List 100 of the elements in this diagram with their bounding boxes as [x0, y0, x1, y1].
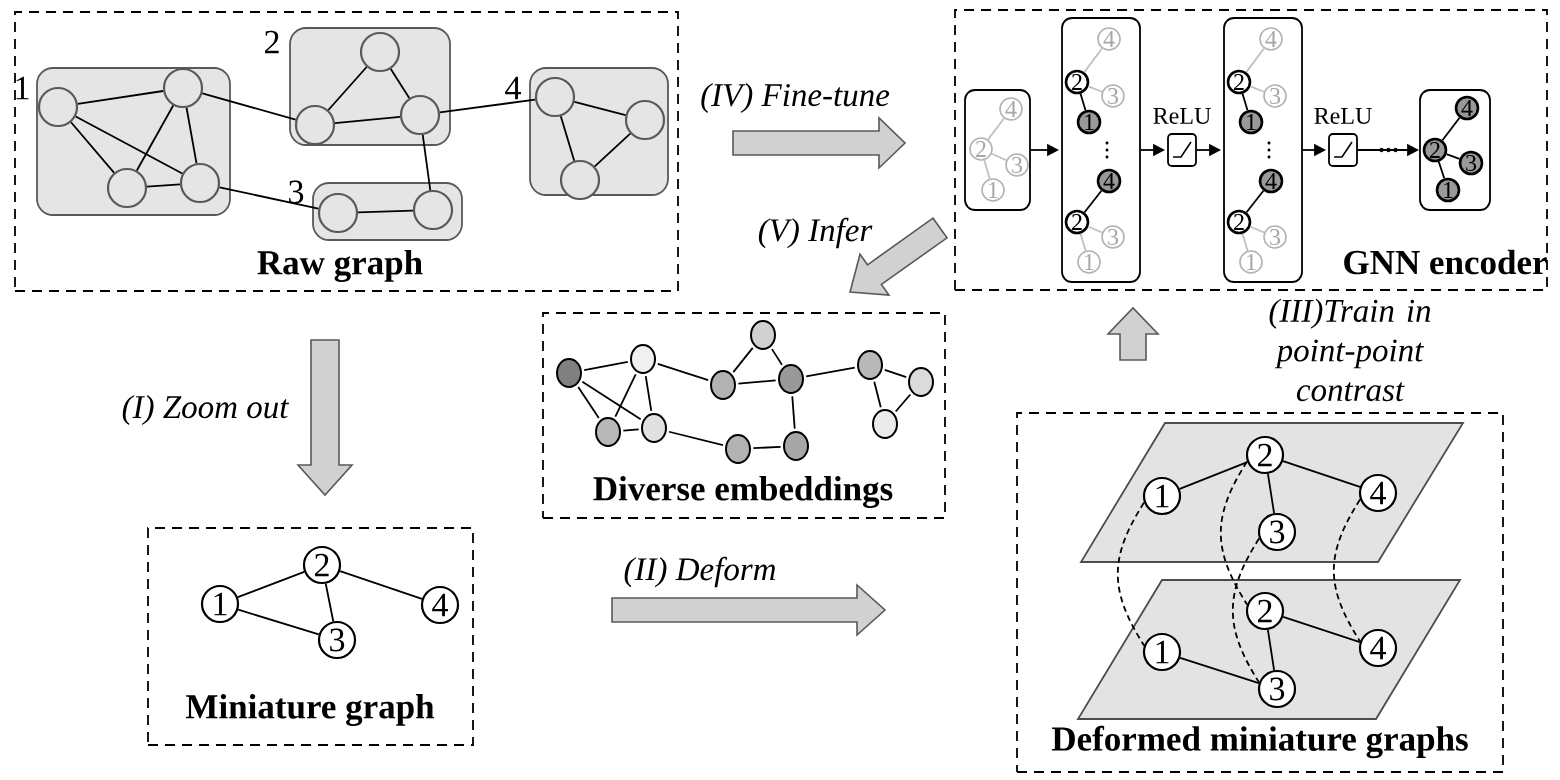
graph-edge	[622, 428, 640, 432]
graph-node: 4	[1358, 473, 1398, 513]
block-arrow	[611, 583, 887, 637]
graph-edge	[334, 116, 401, 124]
graph-node: 1	[1142, 476, 1182, 516]
graph-edge	[1267, 628, 1275, 671]
panel-title: Deformed miniature graphs	[1051, 725, 1468, 759]
block-arrow	[1106, 306, 1160, 361]
graph-node: 4	[420, 585, 460, 625]
graph-node: 4	[999, 97, 1023, 121]
edge-label: (II) Deform	[621, 554, 779, 590]
graph-edge	[324, 582, 335, 623]
graph-edge	[1282, 616, 1361, 643]
graph-edge	[732, 347, 754, 373]
graph-edge	[1079, 92, 1087, 112]
graph-node	[317, 192, 359, 234]
graph-edge	[752, 445, 782, 450]
graph-edge	[990, 152, 1008, 162]
dashed-link	[1332, 498, 1361, 643]
embedding-node	[783, 431, 809, 461]
edge-label: (IV) Fine-tune	[698, 81, 892, 115]
panel-title: Raw graph	[257, 250, 423, 282]
graph-node: 1	[200, 584, 240, 624]
graph-edge	[644, 375, 653, 412]
graph-edge	[791, 395, 796, 430]
activation-label: ReLU	[1314, 108, 1372, 124]
graph-edge	[668, 430, 724, 447]
graph-node: 2	[1064, 69, 1090, 95]
graph-node: 4	[1454, 95, 1480, 121]
graph-node	[624, 99, 666, 141]
group-number: 3	[289, 180, 304, 204]
graph-edge	[421, 134, 432, 191]
embedding-node	[857, 350, 883, 380]
graph-node: 4	[1258, 168, 1284, 194]
graph-node: 1	[1077, 250, 1101, 274]
graph-node	[559, 159, 601, 201]
graph-node	[399, 94, 441, 136]
graph-edge	[1083, 47, 1103, 74]
graph-edge	[581, 380, 642, 421]
graph-edge	[389, 68, 411, 99]
graph-node	[106, 167, 148, 209]
graph-node: 4	[1096, 168, 1122, 194]
graph-edge	[70, 121, 115, 174]
graph-edge	[1445, 153, 1461, 160]
dashed-link	[1219, 460, 1248, 606]
graph-edge	[1083, 189, 1103, 214]
graph-edge	[1437, 160, 1446, 180]
graph-edge	[1267, 472, 1275, 514]
graph-node: 3	[317, 620, 357, 660]
activation-label: ReLU	[1153, 108, 1211, 124]
graph-edge	[771, 348, 783, 366]
graph-node: 3	[1263, 225, 1287, 249]
graph-node	[37, 86, 79, 128]
graph-edge	[1241, 92, 1249, 112]
graph-node: 1	[1435, 177, 1461, 203]
graph-node: 2	[1226, 209, 1252, 235]
embedding-node	[908, 367, 934, 397]
graph-edge	[656, 362, 710, 382]
graph-edge	[1179, 656, 1260, 685]
graph-edge	[1087, 85, 1103, 93]
graph-node: 3	[1458, 150, 1484, 176]
graph-node: 4	[1259, 27, 1283, 51]
graph-edge	[1282, 460, 1361, 488]
panel-title: Miniature graph	[186, 694, 435, 726]
graph-node: 4	[1097, 27, 1121, 51]
group-number: 2	[265, 30, 279, 54]
graph-node: 2	[1422, 137, 1448, 163]
dashed-link	[1116, 501, 1145, 647]
graph-node: 2	[1245, 435, 1285, 475]
embedding-node	[595, 417, 621, 447]
graph-node	[534, 76, 576, 118]
graph-node	[294, 104, 336, 146]
group-number: 1	[16, 76, 29, 100]
group-number: 4	[505, 76, 521, 100]
graph-edge	[76, 90, 165, 105]
embedding-node	[778, 364, 804, 394]
graph-node: 1	[1076, 109, 1102, 135]
graph-node: 2	[1226, 69, 1252, 95]
graph-node: 3	[1101, 225, 1125, 249]
dashed-link	[1231, 537, 1260, 684]
graph-edge	[805, 366, 856, 378]
graph-edge	[573, 101, 627, 116]
graph-edge	[1441, 116, 1461, 142]
graph-edge	[74, 115, 184, 175]
graph-edge	[1245, 189, 1265, 214]
panel-title: GNN encoder	[1344, 249, 1547, 275]
block-arrow	[732, 116, 907, 170]
graph-edge	[559, 115, 576, 162]
graph-edge	[614, 373, 637, 418]
graph-node: 2	[1064, 209, 1090, 235]
graph-node	[359, 31, 401, 73]
graph-edge	[583, 360, 629, 371]
graph-edge	[894, 393, 912, 413]
embedding-node	[872, 409, 898, 439]
graph-node	[179, 162, 221, 204]
graph-edge	[1249, 225, 1265, 234]
graph-edge	[983, 159, 991, 180]
graph-node	[162, 67, 204, 109]
graph-edge	[593, 132, 632, 168]
graph-edge	[135, 104, 175, 172]
